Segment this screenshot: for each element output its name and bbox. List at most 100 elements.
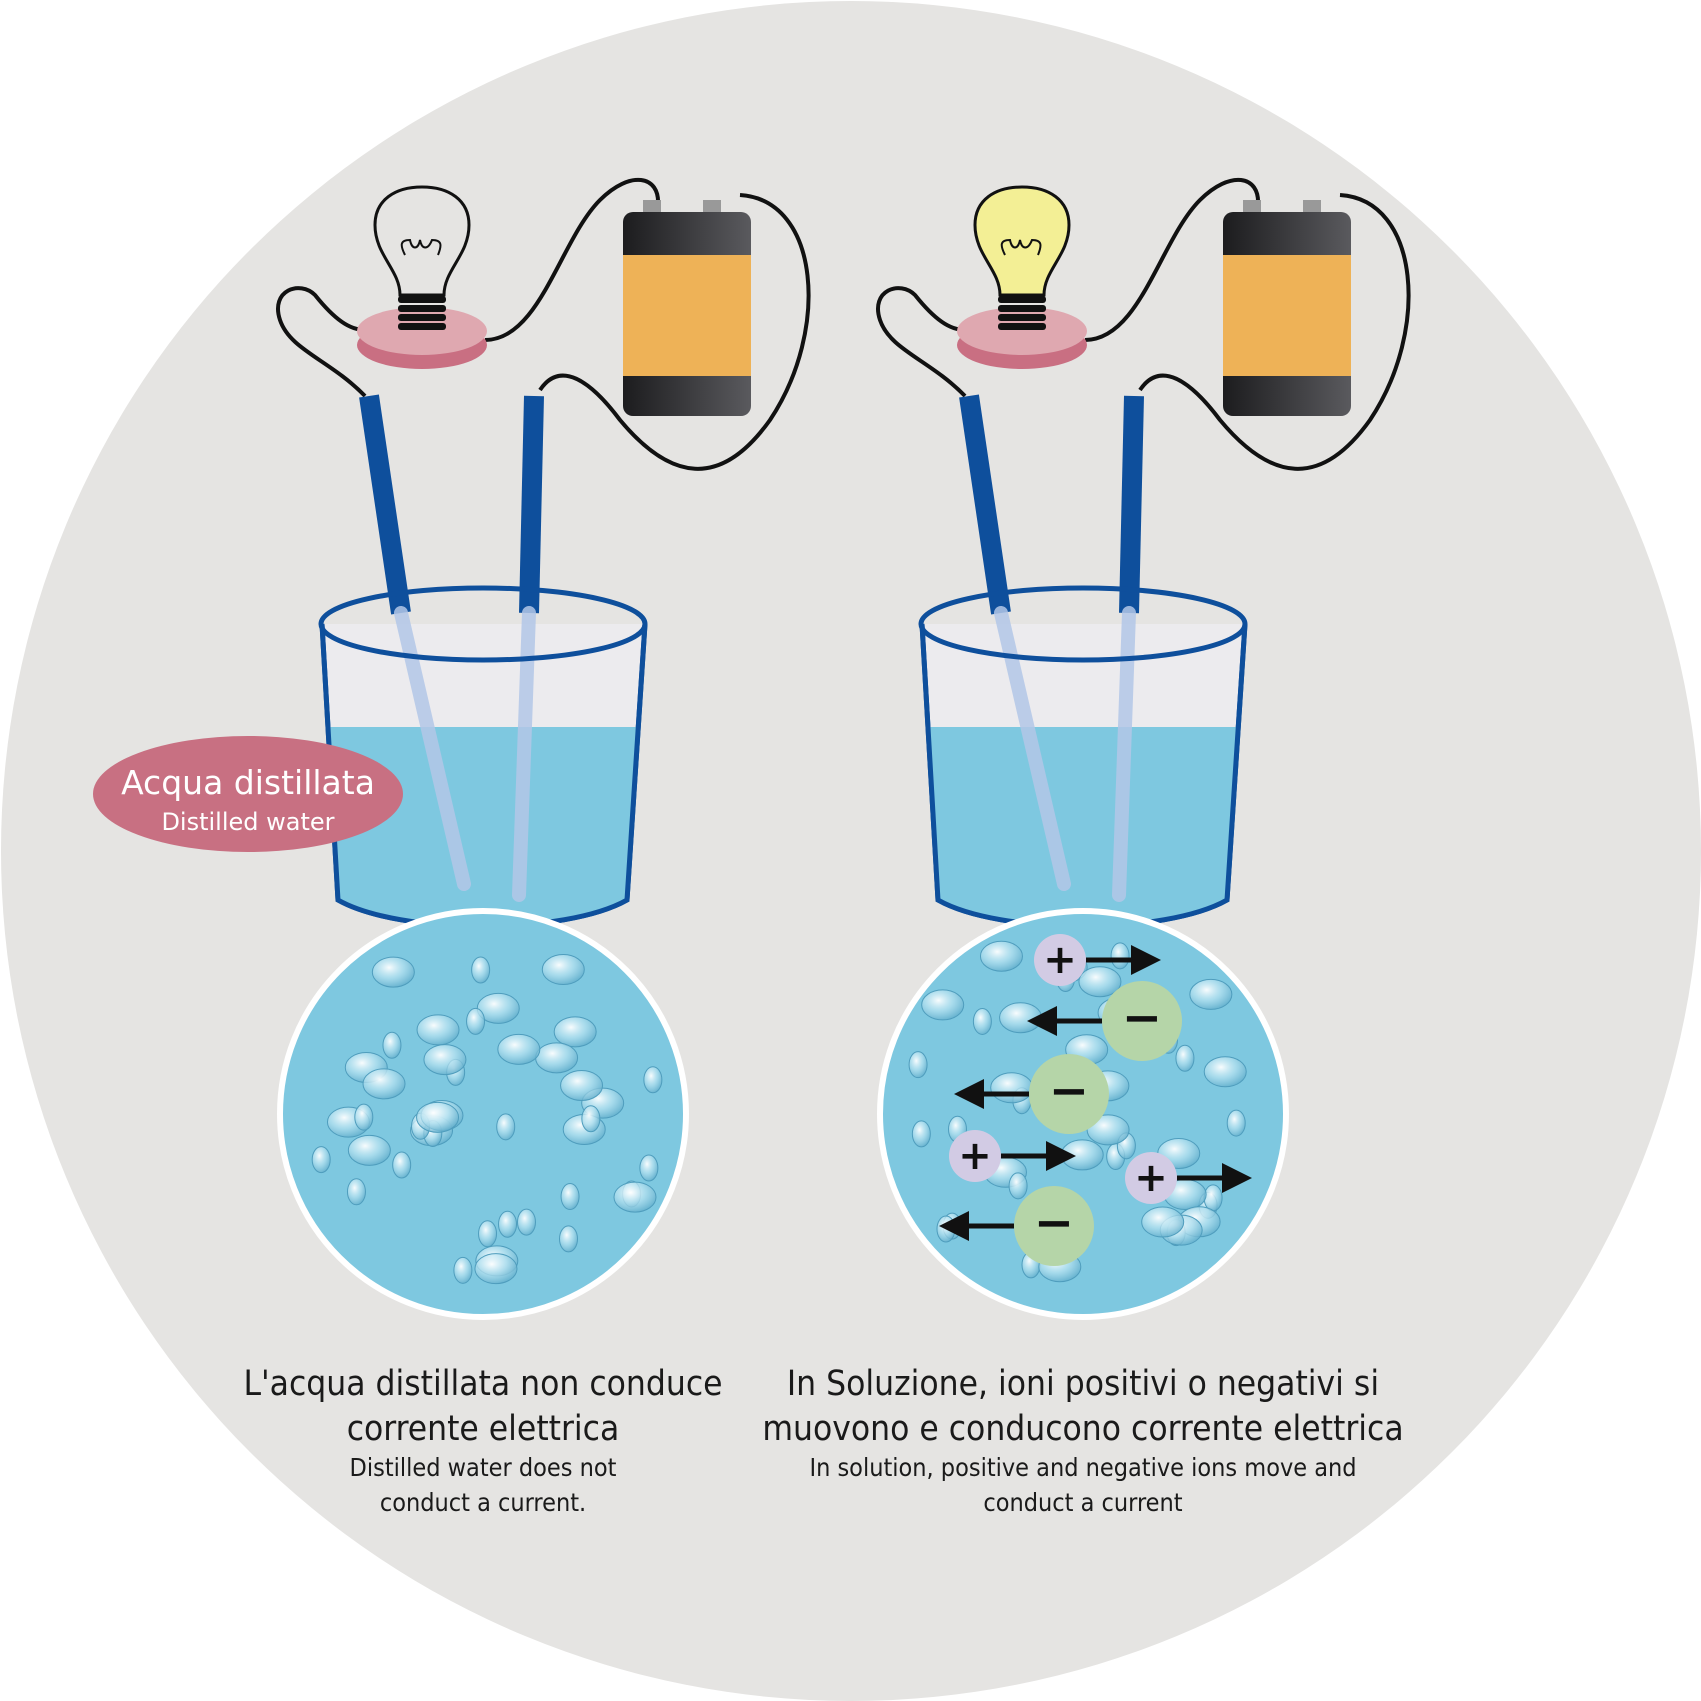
water-droplet bbox=[346, 1178, 366, 1206]
label-bubble: Acqua distillata Distilled water bbox=[93, 736, 403, 852]
right-caption-line3: In solution, positive and negative ions … bbox=[809, 1453, 1356, 1482]
electrode-icon bbox=[1119, 395, 1144, 614]
water-droplet bbox=[908, 1051, 928, 1079]
water-droplet bbox=[1110, 942, 1130, 970]
negative-ion bbox=[1102, 981, 1182, 1061]
ion-sign: + bbox=[1043, 937, 1077, 983]
water-droplet bbox=[347, 1134, 391, 1166]
water bbox=[330, 727, 640, 927]
electrode-icon bbox=[959, 394, 1011, 615]
right-setup bbox=[876, 177, 1411, 1320]
bulb-screw-icon bbox=[998, 323, 1046, 330]
water-droplet bbox=[1060, 1139, 1104, 1171]
water-droplet bbox=[559, 1225, 579, 1253]
water-droplet bbox=[972, 1007, 992, 1035]
battery-terminal-icon bbox=[1243, 200, 1261, 214]
ion-sign: − bbox=[1049, 1063, 1089, 1119]
water-droplet bbox=[1203, 1056, 1247, 1088]
electrode-icon bbox=[359, 394, 411, 615]
water-droplet bbox=[392, 1151, 412, 1179]
ion-sign: + bbox=[1134, 1155, 1168, 1201]
water-droplet bbox=[1086, 1114, 1130, 1146]
bulb-screw-icon bbox=[998, 296, 1046, 303]
left-caption-line3: Distilled water does not bbox=[350, 1453, 617, 1482]
right-caption-line1: In Soluzione, ioni positivi o negativi s… bbox=[787, 1364, 1379, 1404]
wire-icon bbox=[1084, 177, 1261, 342]
wire-icon bbox=[484, 177, 661, 342]
glass-rim bbox=[318, 585, 648, 663]
water-droplet bbox=[1175, 1044, 1195, 1072]
water-droplet bbox=[1008, 1172, 1028, 1200]
electrode-submerged bbox=[512, 606, 536, 902]
water-droplet bbox=[1189, 978, 1233, 1010]
ion-sign: + bbox=[958, 1133, 992, 1179]
water-droplet bbox=[423, 1044, 467, 1076]
right-caption-line2: muovono e conducono corrente elettrica bbox=[762, 1409, 1403, 1449]
water-droplet bbox=[560, 1069, 604, 1101]
water-droplet bbox=[990, 1072, 1034, 1104]
water-droplet bbox=[613, 1181, 657, 1213]
water-droplet bbox=[362, 1068, 406, 1100]
water-droplet bbox=[311, 1146, 331, 1174]
left-caption-line2: corrente elettrica bbox=[347, 1409, 620, 1449]
left-caption-line1: L'acqua distillata non conduce bbox=[243, 1364, 722, 1404]
filament-icon bbox=[400, 238, 442, 256]
wire-icon bbox=[276, 286, 367, 398]
water-droplet bbox=[516, 1208, 536, 1236]
left-setup bbox=[276, 177, 811, 1320]
water-droplet bbox=[474, 1253, 518, 1285]
right-caption-line4: conduct a current bbox=[983, 1488, 1182, 1517]
bulb-screw-icon bbox=[398, 305, 446, 312]
wire-icon bbox=[1138, 193, 1411, 471]
bulb-screw-icon bbox=[398, 296, 446, 303]
label-bubble-subtitle: Distilled water bbox=[161, 808, 334, 836]
electrode-submerged bbox=[1112, 606, 1136, 902]
water-droplet bbox=[371, 956, 415, 988]
left-caption: L'acqua distillata non conduce corrente … bbox=[243, 1364, 722, 1517]
bulb-screw-icon bbox=[398, 314, 446, 321]
bulb-base-icon bbox=[357, 307, 487, 355]
water-droplet bbox=[936, 1215, 956, 1243]
positive-ion bbox=[1034, 934, 1086, 986]
magnified-view bbox=[277, 908, 689, 1320]
water-droplet bbox=[1141, 1206, 1185, 1238]
water-droplet bbox=[498, 1210, 518, 1238]
water-droplet bbox=[354, 1103, 374, 1131]
positive-ion bbox=[1125, 1152, 1177, 1204]
water bbox=[930, 727, 1240, 927]
battery-terminal-icon bbox=[1303, 200, 1321, 214]
water-droplet bbox=[581, 1105, 601, 1133]
water-droplet bbox=[1203, 1184, 1223, 1212]
light-bulb-icon bbox=[973, 185, 1071, 297]
battery-terminal-icon bbox=[703, 200, 721, 214]
water-droplet bbox=[979, 940, 1023, 972]
water-droplet bbox=[541, 954, 585, 986]
water-droplet bbox=[639, 1154, 659, 1182]
water-droplet bbox=[416, 1014, 460, 1046]
negative-ion bbox=[1029, 1054, 1109, 1134]
water-droplet bbox=[471, 956, 491, 984]
bulb-screw-icon bbox=[398, 323, 446, 330]
water-droplet bbox=[1078, 966, 1122, 998]
water-droplet bbox=[921, 989, 965, 1021]
water-droplet bbox=[1226, 1109, 1246, 1137]
water-droplet bbox=[478, 1220, 498, 1248]
water-droplet bbox=[497, 1033, 541, 1065]
water-droplet bbox=[535, 1042, 579, 1074]
water-droplet bbox=[553, 1016, 597, 1048]
ion-sign: − bbox=[1122, 990, 1162, 1046]
bulb-base-icon bbox=[957, 307, 1087, 355]
electrode-icon bbox=[519, 395, 544, 614]
bulb-screw-icon bbox=[998, 305, 1046, 312]
battery-band bbox=[1223, 255, 1351, 376]
glass-rim bbox=[918, 585, 1248, 663]
right-caption: In Soluzione, ioni positivi o negativi s… bbox=[762, 1364, 1403, 1517]
water-droplet bbox=[453, 1256, 473, 1284]
wire-icon bbox=[876, 286, 967, 398]
water-droplet bbox=[911, 1120, 931, 1148]
water-droplet bbox=[466, 1007, 486, 1035]
filament-icon bbox=[1000, 238, 1042, 256]
water-droplet bbox=[416, 1101, 460, 1133]
